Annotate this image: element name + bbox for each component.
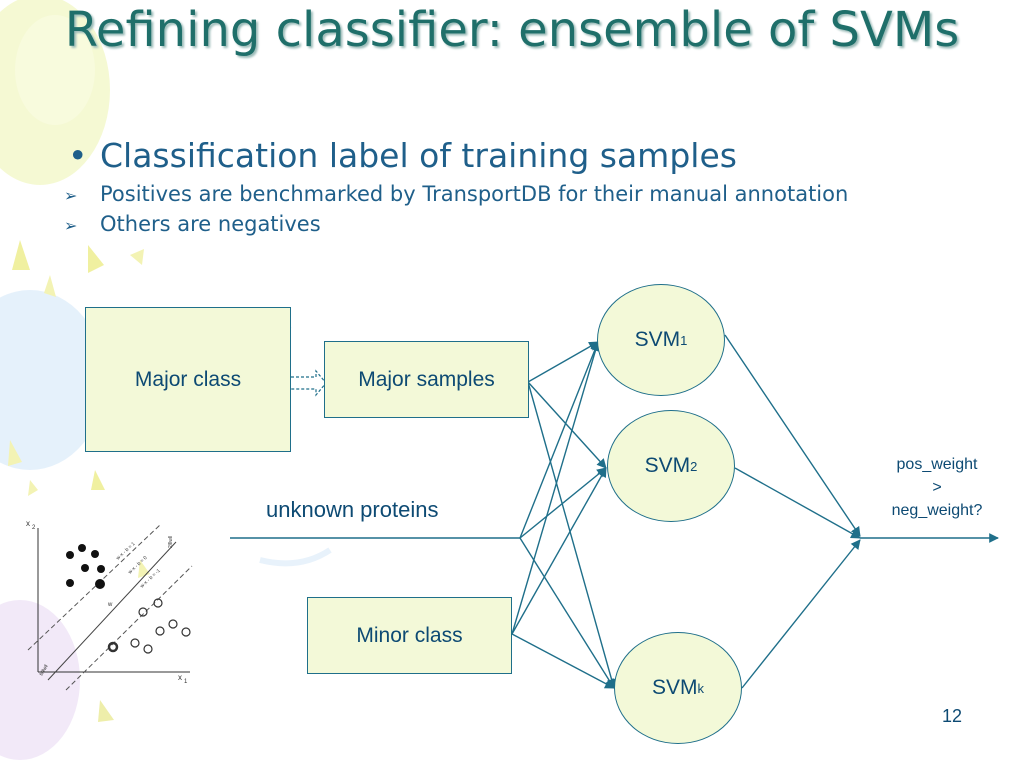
edge-minor-svm2 <box>511 467 607 635</box>
svm-node-subscript: k <box>697 680 705 696</box>
main-bullet-text: Classification label of training samples <box>100 136 737 175</box>
edge-unknown-svm1 <box>519 341 600 539</box>
edge-major-svm2 <box>527 381 607 469</box>
svm-node-label: SVM <box>634 328 681 351</box>
output-label: pos_weight > neg_weight? <box>872 453 1002 522</box>
svm-node-subscript: 2 <box>690 458 698 474</box>
edge-major-svm1 <box>527 341 599 383</box>
sub-bullet-text: Others are negatives <box>100 212 321 236</box>
edge-minor-svm1 <box>511 341 601 635</box>
inset-hyperplane <box>47 541 177 681</box>
main-bullet: • Classification label of training sample… <box>68 136 737 175</box>
edge-unknown-svm2 <box>519 467 607 539</box>
output-label-line: pos_weight <box>896 456 978 473</box>
confetti-4 <box>44 275 56 297</box>
inset-normal-label: w <box>107 602 113 608</box>
output-label-line: > <box>932 479 942 496</box>
inset-class-b-points <box>107 598 191 654</box>
confetti-6 <box>91 470 105 490</box>
confetti-8 <box>98 700 114 722</box>
unknown-proteins-label: unknown proteins <box>266 497 439 522</box>
sub-bullet: ➢ Others are negatives <box>64 212 321 236</box>
inset-y-sub: 2 <box>32 525 36 531</box>
sub-bullet: ➢ Positives are benchmarked by TransportD… <box>64 182 848 206</box>
confetti-3 <box>130 249 144 265</box>
svm-node-label: SVM <box>651 676 698 699</box>
edge-unknown-svmk <box>519 537 615 689</box>
inset-margin-label-mid: w·x - b = 0 <box>127 555 148 576</box>
edge-svmk-out <box>741 539 861 689</box>
inset-x-sub: 1 <box>184 679 188 685</box>
confetti-5 <box>8 440 22 466</box>
confetti-7 <box>28 480 38 496</box>
inset-margin-label-upper: w·x - b = 1 <box>115 541 136 562</box>
inset-x-label: x <box>178 673 182 682</box>
balloon-purple <box>0 600 80 760</box>
inset-margin-symbol: 2/‖w‖ <box>168 536 174 548</box>
edge-svm2-out <box>734 467 861 539</box>
confetti-2 <box>88 245 104 273</box>
edge-svm1-out <box>724 334 861 537</box>
inset-offset-label: b/‖w‖ <box>39 664 50 677</box>
balloon-blue <box>0 290 105 470</box>
arrow-bullet-icon: ➢ <box>64 216 78 235</box>
sub-bullet-text: Positives are benchmarked by TransportDB… <box>100 182 849 206</box>
svm-node-subscript: 1 <box>680 332 688 348</box>
balloon-yellow-inner <box>15 15 95 125</box>
svm-node-label: SVM <box>644 454 691 477</box>
slide-title: Refining classifier: ensemble of SVMs <box>64 2 960 58</box>
page-number: 12 <box>941 706 962 726</box>
swirl-2 <box>259 547 332 567</box>
inset-y-label: x <box>26 519 30 528</box>
inset-margin-lower <box>65 565 193 691</box>
arrow-bullet-icon: ➢ <box>64 186 78 205</box>
inset-margin-upper <box>27 524 161 651</box>
confetti-1 <box>12 240 30 270</box>
minor-class-box: Minor class <box>307 597 512 674</box>
edge-major-svmk <box>527 381 617 689</box>
inset-class-a-points <box>66 544 105 589</box>
major-samples-box: Major samples <box>324 341 529 418</box>
svm-margin-inset: x 2 x 1 w·x - b = 1 w·x - b = 0 w·x - b … <box>26 519 193 691</box>
sampling-arrow <box>291 369 327 397</box>
edge-minor-svmk <box>511 633 615 689</box>
bullet-dot: • <box>68 136 88 175</box>
major-class-box: Major class <box>85 307 291 452</box>
output-label-line: neg_weight? <box>891 502 983 519</box>
